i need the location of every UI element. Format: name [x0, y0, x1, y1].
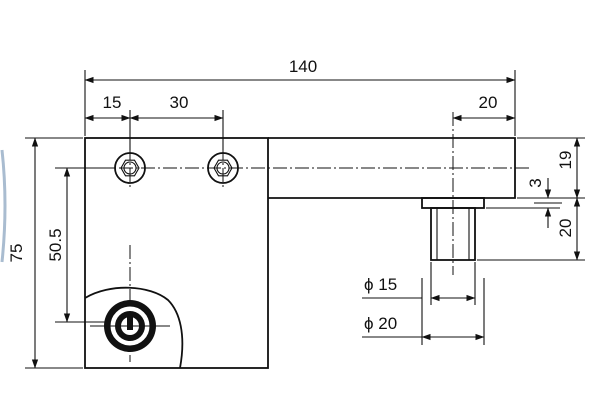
dim-hole-spacing: 30 [170, 93, 189, 112]
dim-overall-width: 140 [289, 57, 317, 76]
screw-hole-1 [114, 152, 146, 184]
dim-arm-height: 19 [556, 151, 575, 170]
edge-accent [0, 149, 7, 263]
dim-pin-dia-inner: ϕ 15 [364, 275, 397, 294]
dim-pin-dia-outer: ϕ 20 [364, 314, 397, 333]
screw-hole-2 [207, 152, 239, 184]
dim-height-total: 75 [7, 244, 26, 263]
dim-pin-length: 20 [556, 219, 575, 238]
dim-height-inner: 50.5 [46, 228, 65, 261]
lower-cam [84, 286, 184, 369]
dim-pin-offset: 20 [479, 93, 498, 112]
left-extension-lines [25, 137, 115, 369]
dim-offset-left: 15 [103, 93, 122, 112]
dim-gap: 3 [526, 178, 545, 187]
